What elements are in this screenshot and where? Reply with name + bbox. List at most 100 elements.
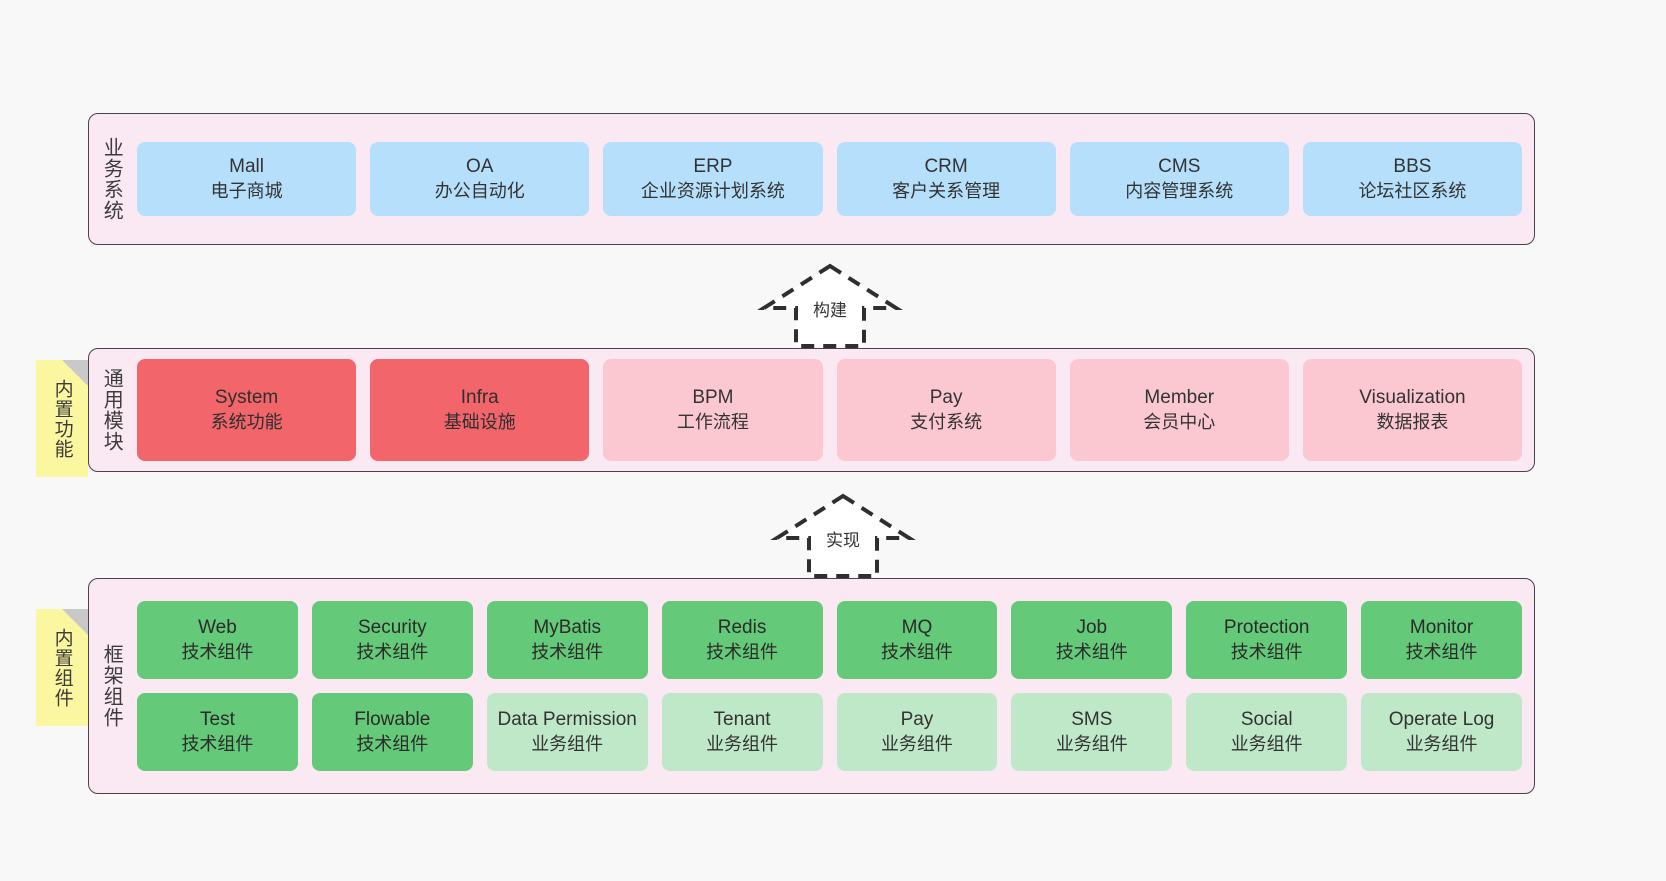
layer-title-framework: 框架组件	[100, 644, 123, 728]
card-title-cn: 企业资源计划系统	[640, 180, 785, 201]
card-test[interactable]: Test 技术组件	[137, 693, 298, 771]
card-social[interactable]: Social 业务组件	[1186, 693, 1348, 771]
card-title-en: Pay	[929, 387, 963, 409]
card-title-cn: 技术组件	[356, 733, 429, 754]
card-mq[interactable]: MQ 技术组件	[836, 601, 998, 679]
card-tenant[interactable]: Tenant 业务组件	[661, 693, 823, 771]
card-operate-log[interactable]: Operate Log 业务组件	[1361, 693, 1522, 771]
card-title-en: BPM	[692, 387, 734, 409]
card-title-en: SMS	[1071, 709, 1113, 731]
card-title-cn: 客户关系管理	[892, 180, 1001, 201]
card-data-permission[interactable]: Data Permission 业务组件	[486, 693, 648, 771]
card-title-cn: 内容管理系统	[1125, 180, 1234, 201]
card-title-cn: 会员中心	[1143, 411, 1216, 432]
card-title-en: Data Permission	[497, 709, 637, 731]
card-title-en: Job	[1076, 617, 1108, 639]
card-web[interactable]: Web 技术组件	[137, 601, 298, 679]
layer-business-system: 业务系统 Mall 电子商城 OA 办公自动化 ERP 企业资源计划系统 CRM…	[88, 113, 1535, 245]
card-title-cn: 技术组件	[531, 641, 604, 662]
card-title-cn: 支付系统	[910, 411, 983, 432]
card-bpm[interactable]: BPM 工作流程	[603, 359, 823, 461]
generalization-arrow-icon	[757, 263, 903, 348]
card-infra[interactable]: Infra 基础设施	[370, 359, 590, 461]
card-mybatis[interactable]: MyBatis 技术组件	[486, 601, 648, 679]
note-fold-icon	[62, 609, 88, 635]
card-title-en: Redis	[717, 617, 767, 639]
card-flowable[interactable]: Flowable 技术组件	[311, 693, 473, 771]
card-title-cn: 办公自动化	[434, 180, 525, 201]
card-title-cn: 技术组件	[1405, 641, 1478, 662]
card-security[interactable]: Security 技术组件	[311, 601, 473, 679]
note-fold-icon	[62, 360, 88, 386]
card-monitor[interactable]: Monitor 技术组件	[1361, 601, 1522, 679]
card-title-cn: 业务组件	[1405, 733, 1478, 754]
layer-body-business: Mall 电子商城 OA 办公自动化 ERP 企业资源计划系统 CRM 客户关系…	[133, 114, 1534, 244]
card-title-cn: 技术组件	[1055, 641, 1128, 662]
card-row: Web 技术组件 Security 技术组件 MyBatis 技术组件 Redi…	[137, 601, 1522, 679]
card-cms[interactable]: CMS 内容管理系统	[1069, 142, 1289, 216]
card-title-en: CRM	[924, 156, 968, 178]
card-oa[interactable]: OA 办公自动化	[370, 142, 590, 216]
card-mall[interactable]: Mall 电子商城	[137, 142, 357, 216]
card-title-en: CMS	[1158, 156, 1201, 178]
sticky-note-builtin-component: 内置组件	[36, 609, 88, 726]
card-title-cn: 技术组件	[1230, 641, 1303, 662]
card-title-en: Visualization	[1359, 387, 1466, 409]
card-title-en: Web	[198, 617, 237, 639]
card-title-en: BBS	[1393, 156, 1432, 178]
sticky-note-label: 内置功能	[51, 378, 73, 459]
card-bbs[interactable]: BBS 论坛社区系统	[1302, 142, 1523, 216]
card-title-en: Protection	[1223, 617, 1310, 639]
card-title-en: System	[214, 387, 279, 409]
card-title-cn: 技术组件	[880, 641, 953, 662]
card-title-en: OA	[466, 156, 494, 178]
layer-body-framework: Web 技术组件 Security 技术组件 MyBatis 技术组件 Redi…	[133, 579, 1534, 793]
card-sms[interactable]: SMS 业务组件	[1011, 693, 1173, 771]
card-title-cn: 业务组件	[1055, 733, 1128, 754]
card-title-en: Monitor	[1409, 617, 1474, 639]
layer-framework-component: 框架组件 Web 技术组件 Security 技术组件 MyBatis 技术组件…	[88, 578, 1535, 794]
card-title-cn: 基础设施	[443, 411, 516, 432]
connector-build: 构建	[757, 262, 903, 350]
card-visualization[interactable]: Visualization 数据报表	[1302, 359, 1523, 461]
connector-label-build: 构建	[813, 301, 847, 320]
card-pay-module[interactable]: Pay 支付系统	[836, 359, 1056, 461]
layer-title-business: 业务系统	[100, 137, 123, 221]
card-title-cn: 电子商城	[210, 180, 283, 201]
card-title-cn: 技术组件	[181, 733, 254, 754]
card-title-cn: 数据报表	[1376, 411, 1449, 432]
card-title-cn: 业务组件	[531, 733, 604, 754]
card-title-en: Pay	[900, 709, 934, 731]
card-title-en: Operate Log	[1388, 709, 1495, 731]
card-title-en: Test	[200, 709, 235, 731]
card-pay-component[interactable]: Pay 业务组件	[836, 693, 998, 771]
card-title-en: MQ	[901, 617, 933, 639]
card-member[interactable]: Member 会员中心	[1069, 359, 1289, 461]
card-erp[interactable]: ERP 企业资源计划系统	[603, 142, 823, 216]
sticky-note-label: 内置组件	[51, 627, 73, 708]
card-crm[interactable]: CRM 客户关系管理	[836, 142, 1056, 216]
layer-body-module: System 系统功能 Infra 基础设施 BPM 工作流程 Pay 支付系统…	[133, 349, 1534, 471]
card-protection[interactable]: Protection 技术组件	[1186, 601, 1348, 679]
connector-label-implement: 实现	[826, 531, 860, 550]
card-title-cn: 技术组件	[356, 641, 429, 662]
card-redis[interactable]: Redis 技术组件	[661, 601, 823, 679]
card-row: System 系统功能 Infra 基础设施 BPM 工作流程 Pay 支付系统…	[137, 359, 1523, 461]
card-title-en: MyBatis	[533, 617, 601, 639]
card-title-cn: 技术组件	[181, 641, 254, 662]
card-title-cn: 技术组件	[706, 641, 779, 662]
card-title-cn: 业务组件	[880, 733, 953, 754]
card-title-en: Flowable	[354, 709, 431, 731]
card-job[interactable]: Job 技术组件	[1011, 601, 1173, 679]
sticky-note-builtin-function: 内置功能	[36, 360, 88, 477]
card-title-cn: 业务组件	[1230, 733, 1303, 754]
card-title-en: Mall	[229, 156, 264, 178]
card-title-cn: 论坛社区系统	[1358, 180, 1467, 201]
card-title-en: ERP	[693, 156, 733, 178]
card-row: Test 技术组件 Flowable 技术组件 Data Permission …	[137, 693, 1522, 771]
card-title-en: Social	[1240, 709, 1293, 731]
card-row: Mall 电子商城 OA 办公自动化 ERP 企业资源计划系统 CRM 客户关系…	[137, 142, 1523, 216]
connector-implement: 实现	[770, 492, 916, 580]
card-system[interactable]: System 系统功能	[137, 359, 357, 461]
